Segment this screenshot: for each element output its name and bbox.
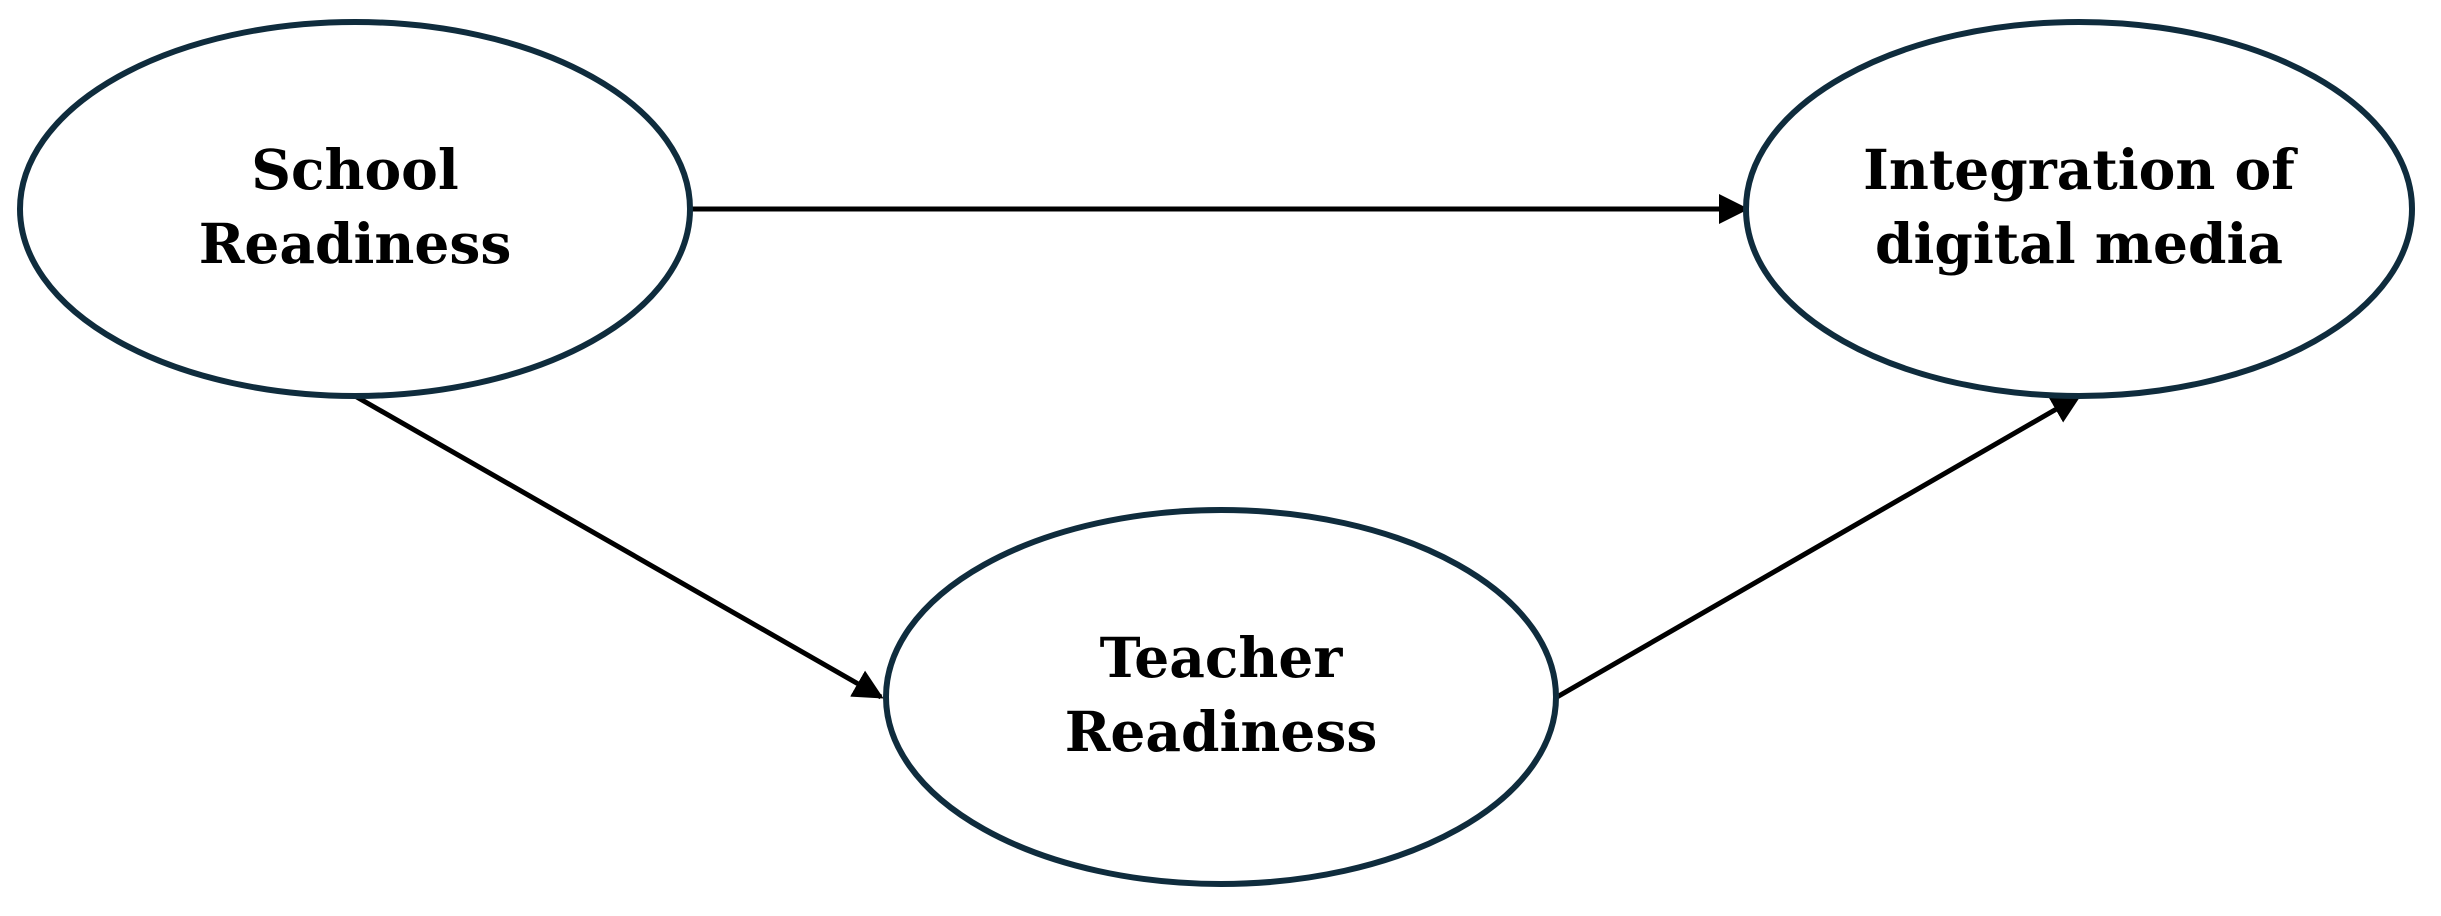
node-teacher-readiness-label-line2: Readiness — [1065, 699, 1378, 764]
node-school-readiness: School Readiness — [17, 19, 693, 399]
node-integration-label-line1: Integration of — [1863, 137, 2298, 202]
node-integration-of-digital-media: Integration of digital media — [1743, 19, 2415, 399]
node-school-readiness-shape — [17, 19, 693, 399]
node-teacher-readiness-label-line1: Teacher — [1100, 625, 1344, 690]
node-integration-label-line2: digital media — [1875, 211, 2283, 276]
node-integration-shape — [1743, 19, 2415, 399]
node-teacher-readiness: Teacher Readiness — [883, 507, 1559, 887]
node-school-readiness-label-line2: Readiness — [199, 211, 512, 276]
edge-school-to-teacher — [353, 393, 884, 700]
node-teacher-readiness-shape — [883, 507, 1559, 887]
node-school-readiness-label-line1: School — [251, 137, 458, 202]
edge-teacher-to-integration — [1555, 393, 2082, 700]
